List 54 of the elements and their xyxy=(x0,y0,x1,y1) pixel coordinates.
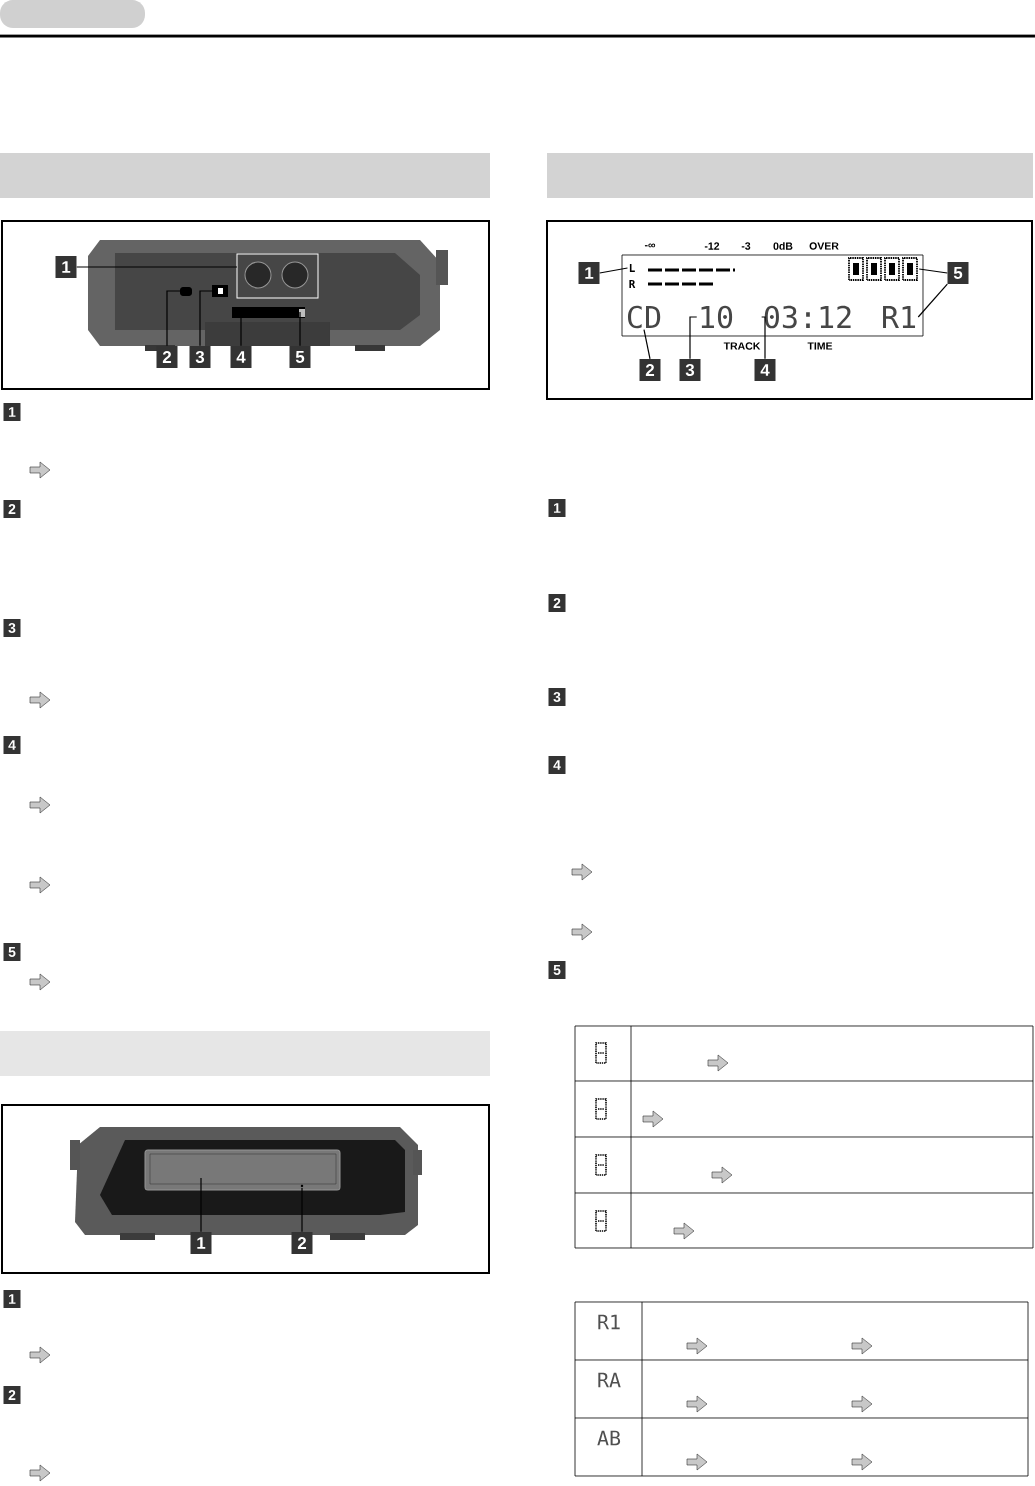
callout-number: 2 xyxy=(548,594,566,612)
leader-line xyxy=(689,316,698,360)
scale-label: -∞ xyxy=(644,243,656,248)
callout-number: 2 xyxy=(3,500,21,518)
scale-label: TRACK xyxy=(723,342,761,350)
callout-number: 5 xyxy=(3,943,21,961)
leader-line xyxy=(643,328,651,360)
leader-line xyxy=(166,290,181,347)
callout-number: 4 xyxy=(230,346,252,368)
callout-number: 3 xyxy=(548,688,566,706)
callout-number: 3 xyxy=(679,359,701,381)
lcd-text: R1 xyxy=(883,306,916,328)
leader-line xyxy=(76,266,238,268)
lcd-code: AB xyxy=(597,1430,621,1446)
scale-label: -12 xyxy=(704,242,720,250)
callout-number: 5 xyxy=(947,262,969,284)
leader-line xyxy=(761,316,766,360)
callout-number: 1 xyxy=(190,1232,212,1254)
lcd-text: L xyxy=(629,264,635,272)
callout-number: 1 xyxy=(578,262,600,284)
callout-number: 4 xyxy=(3,736,21,754)
leader-line xyxy=(918,268,948,274)
callout-number: 1 xyxy=(3,1290,21,1308)
callout-number: 4 xyxy=(548,756,566,774)
lcd-text: 10 xyxy=(701,305,733,329)
leader-line xyxy=(599,267,629,274)
leader-line xyxy=(917,283,948,318)
leader-line xyxy=(240,317,242,347)
leader-line xyxy=(200,1177,202,1233)
callout-number: 4 xyxy=(754,359,776,381)
callout-number: 5 xyxy=(289,346,311,368)
callout-number: 2 xyxy=(291,1232,313,1254)
leader-line xyxy=(199,290,213,347)
scale-label: 0dB xyxy=(773,242,793,250)
lcd-text: 03:12 xyxy=(764,305,851,329)
lcd-code: R1 xyxy=(598,1314,620,1330)
lcd-text: R xyxy=(629,280,636,288)
picture xyxy=(88,240,448,351)
callout-number: 5 xyxy=(548,961,566,979)
lcd-text: CD xyxy=(628,305,661,329)
scale-label: TIME xyxy=(807,342,833,350)
callout-number: 1 xyxy=(3,403,21,421)
callout-number: 3 xyxy=(189,346,211,368)
leader-line xyxy=(301,1187,303,1233)
scale-label: OVER xyxy=(809,242,839,250)
status-icon-drawing xyxy=(848,257,918,281)
callout-number: 1 xyxy=(55,256,77,278)
lcd-code: RA xyxy=(598,1372,621,1388)
callout-number: 3 xyxy=(3,619,21,637)
callout-number: 1 xyxy=(548,499,566,517)
callout-number: 2 xyxy=(3,1386,21,1404)
callout-number: 2 xyxy=(639,359,661,381)
scale-label: -3 xyxy=(741,242,751,250)
leader-line xyxy=(299,311,301,347)
